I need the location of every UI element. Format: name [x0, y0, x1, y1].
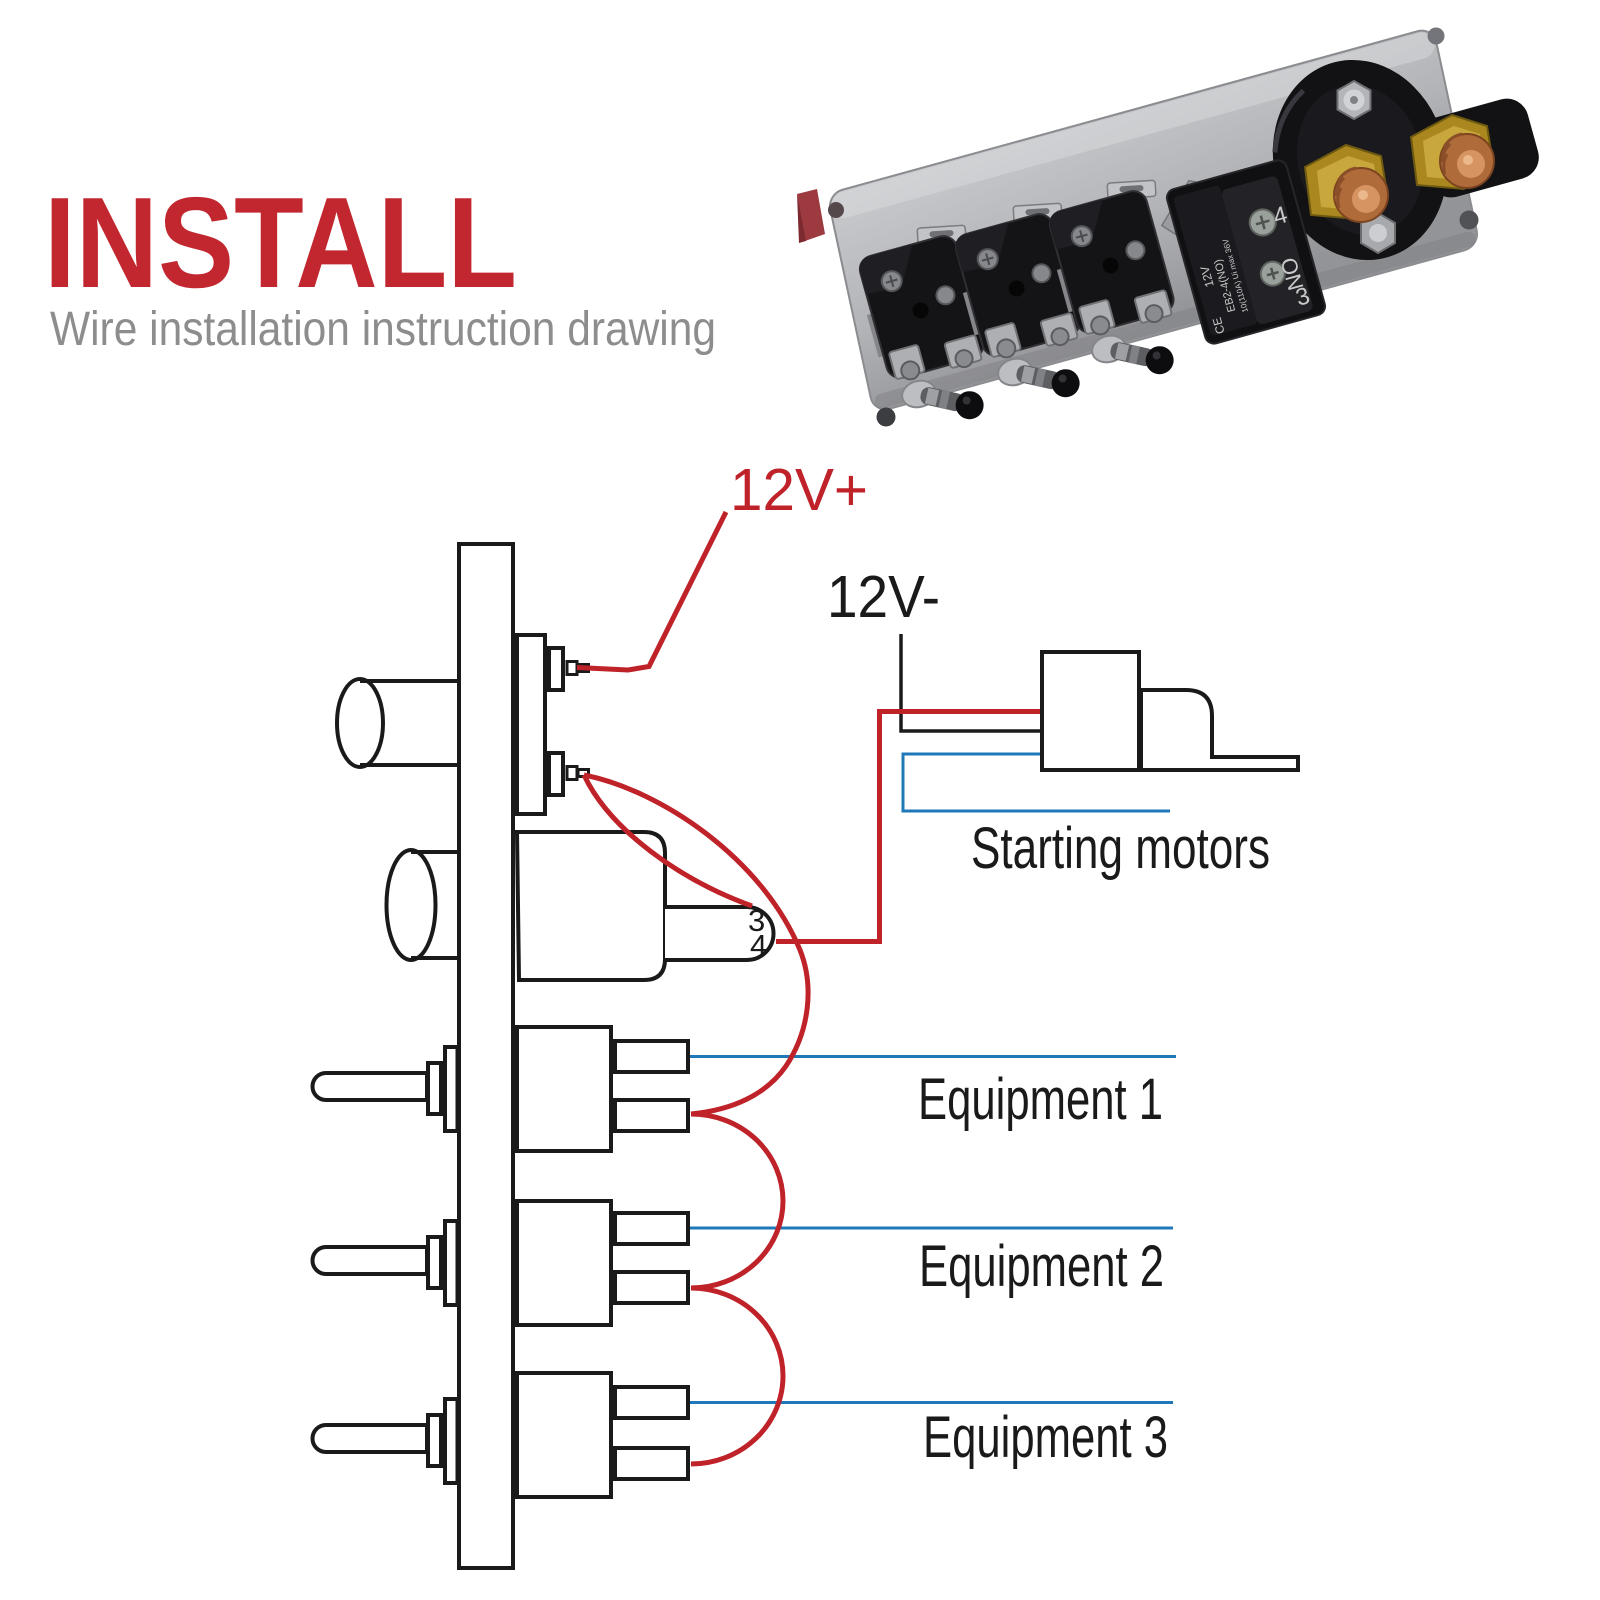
svg-text:Equipment 3: Equipment 3	[923, 1405, 1168, 1470]
svg-text:CE: CE	[1210, 316, 1228, 336]
svg-text:4: 4	[750, 928, 767, 963]
svg-text:Equipment 2: Equipment 2	[919, 1234, 1164, 1299]
svg-text:12V+: 12V+	[730, 457, 868, 523]
svg-text:Wire installation instruction: Wire installation instruction drawing	[50, 303, 716, 356]
svg-text:3: 3	[748, 903, 765, 938]
svg-text:INSTALL: INSTALL	[44, 171, 517, 315]
svg-text:12V: 12V	[1198, 264, 1217, 288]
svg-text:12V-: 12V-	[827, 564, 940, 630]
svg-text:Equipment 1: Equipment 1	[918, 1067, 1163, 1132]
svg-text:Starting motors: Starting motors	[971, 816, 1270, 881]
